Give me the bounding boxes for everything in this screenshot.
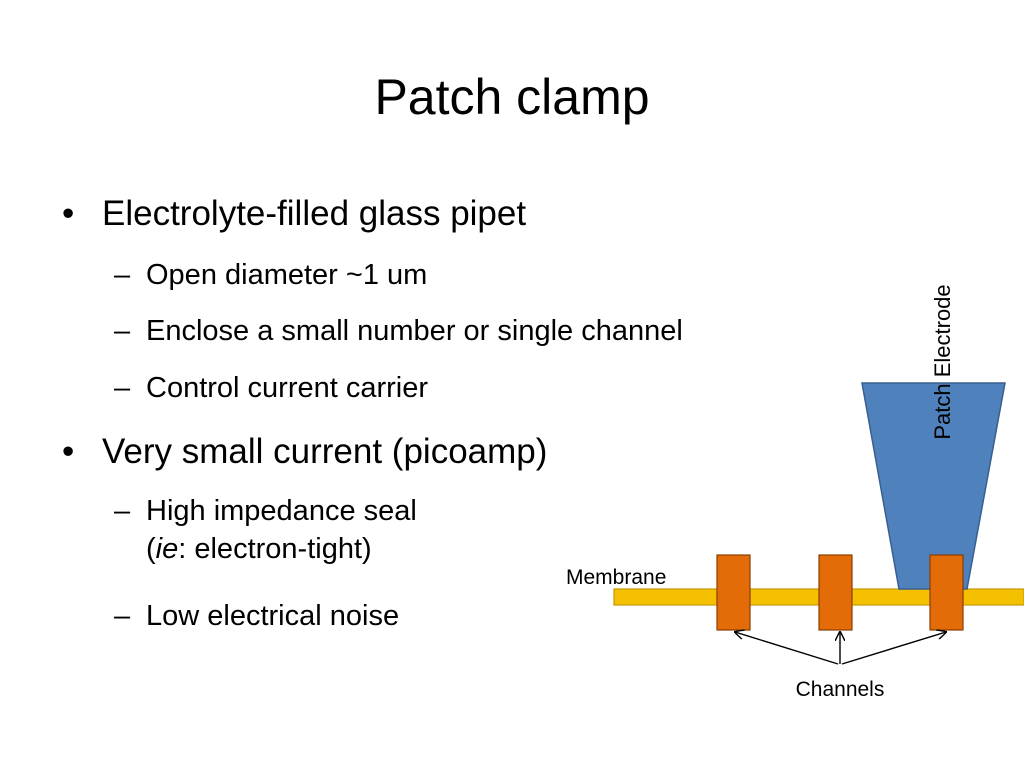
ion-channel bbox=[929, 554, 964, 631]
electrode-label: Patch Electrode bbox=[930, 284, 955, 439]
channel-arrow bbox=[841, 632, 946, 665]
slide-title: Patch clamp bbox=[374, 69, 650, 125]
channels-label: Channels bbox=[796, 678, 885, 701]
membrane-label: Membrane bbox=[566, 566, 666, 589]
patch-electrode-shape bbox=[861, 382, 1006, 590]
ion-channel bbox=[716, 554, 751, 631]
ion-channel bbox=[818, 554, 853, 631]
channel-arrow bbox=[735, 632, 839, 665]
